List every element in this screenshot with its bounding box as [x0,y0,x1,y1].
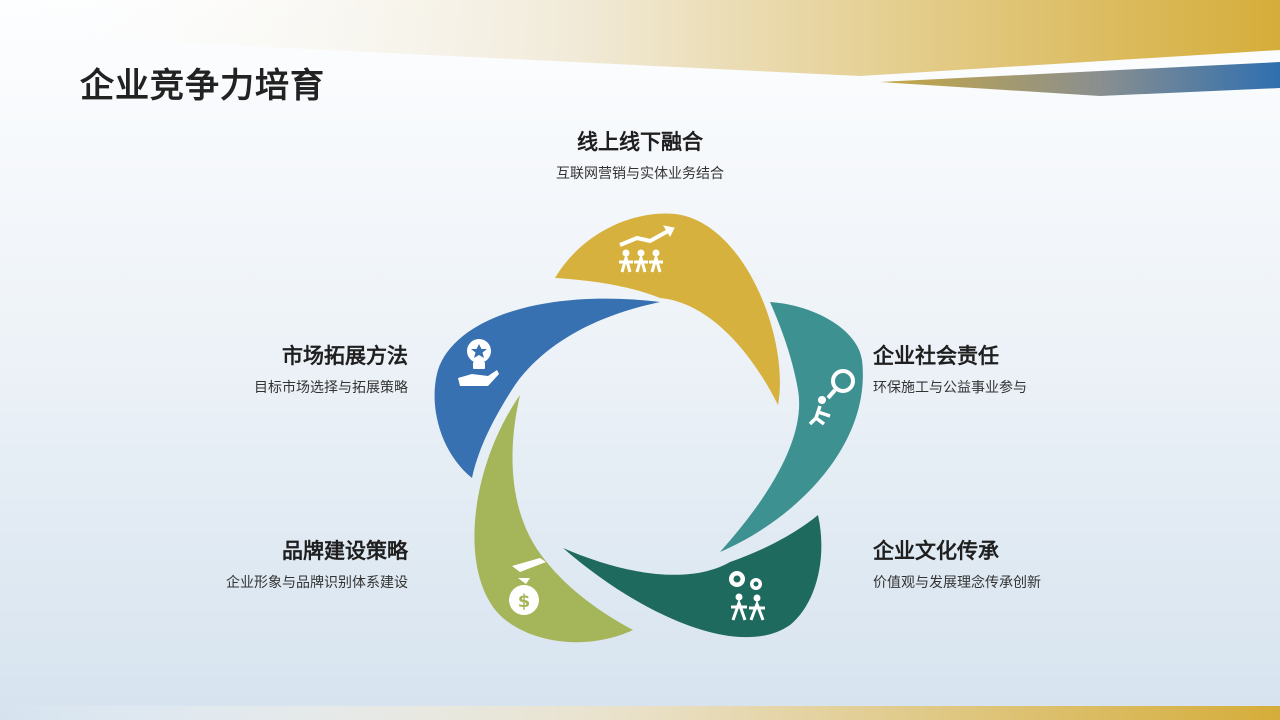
item-desc-market: 目标市场选择与拓展策略 [254,380,408,396]
item-title-brand: 品牌建设策略 [282,539,408,563]
petal-olive [474,395,633,643]
item-title-market: 市场拓展方法 [282,344,408,368]
label-right-top: 企业社会责任 环保施工与公益事业参与 [873,342,1173,398]
label-right-bottom: 企业文化传承 价值观与发展理念传承创新 [873,537,1173,593]
idea-bulb-hand-icon [458,339,499,386]
petal-gold [555,213,780,405]
item-desc-culture: 价值观与发展理念传承创新 [873,575,1041,591]
item-desc-online-offline: 互联网营销与实体业务结合 [556,166,724,182]
item-desc-social-responsibility: 环保施工与公益事业参与 [873,380,1027,396]
gears-team-icon [729,571,765,621]
label-left-top: 市场拓展方法 目标市场选择与拓展策略 [108,342,408,398]
growth-team-icon [619,225,675,273]
item-desc-brand: 企业形象与品牌识别体系建设 [226,575,408,591]
bottom-band [0,706,1280,720]
money-bag-icon: $ [509,558,546,615]
petal-blue [434,298,660,478]
svg-text:$: $ [518,591,531,612]
label-top: 线上线下融合 互联网营销与实体业务结合 [440,128,840,184]
top-gold-band [0,0,1280,76]
page-title: 企业竞争力培育 [80,66,325,106]
item-title-culture: 企业文化传承 [873,539,999,563]
item-title-online-offline: 线上线下融合 [577,130,703,154]
label-left-bottom: 品牌建设策略 企业形象与品牌识别体系建设 [108,537,408,593]
magnifier-person-icon [808,369,855,426]
top-blue-band [880,62,1280,96]
item-title-social-responsibility: 企业社会责任 [873,344,999,368]
petal-teal [720,302,863,552]
